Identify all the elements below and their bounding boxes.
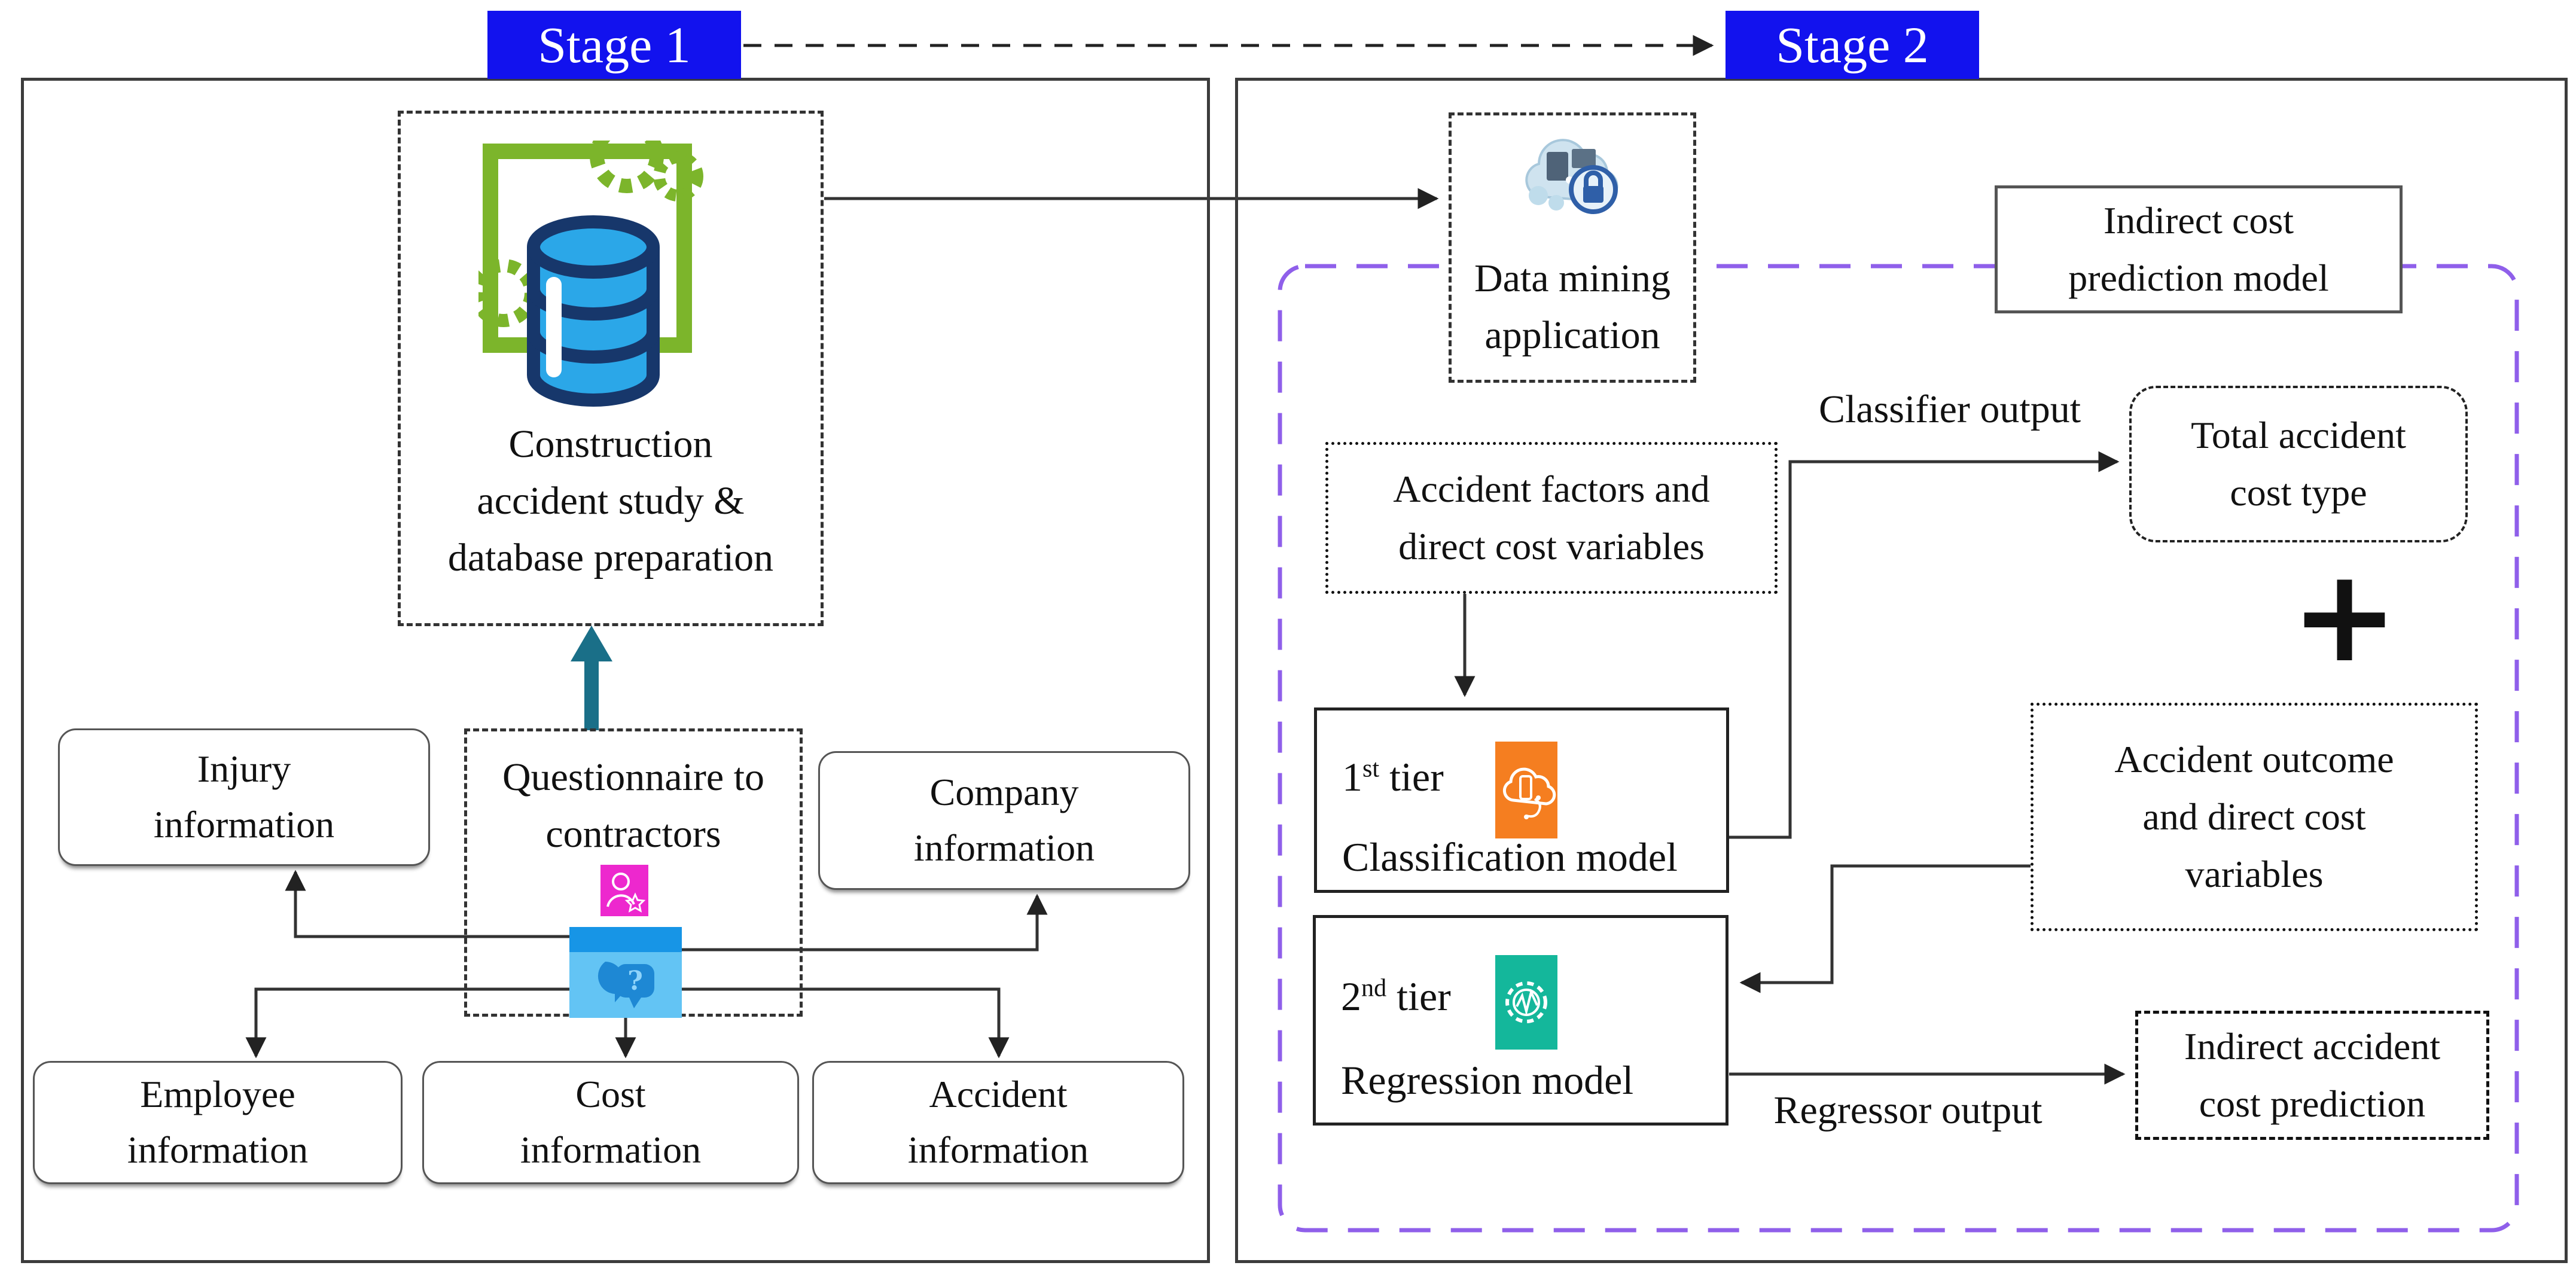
classifier-output-label: Classifier output [1818, 388, 2081, 431]
stage2-label: Stage 2 [1726, 11, 1979, 79]
accident-outcome-box: Accident outcome and direct cost variabl… [2031, 703, 2478, 931]
classifier-to-totalcost-arrow [1729, 451, 2120, 839]
data-mining-caption: Data mining application [1474, 257, 1671, 358]
questionnaire-to-accident-arrow [682, 987, 1010, 1059]
company-information-box: Company information [818, 751, 1190, 890]
person-star-icon [600, 865, 648, 916]
indirect-prediction-box: Indirect accident cost prediction [2135, 1011, 2489, 1140]
cost-information-box: Cost information [422, 1061, 799, 1184]
tier1-model-label: Classification model [1342, 834, 1678, 880]
outcome-to-regressor-arrow [1739, 864, 2031, 993]
indirect-cost-model-box: Indirect cost prediction model [1995, 185, 2403, 313]
stage1-frame [21, 78, 1210, 1263]
injury-information-box: Injury information [58, 728, 430, 866]
tier2-model-label: Regression model [1341, 1057, 1634, 1103]
accident-information-box: Accident information [812, 1061, 1184, 1184]
questionnaire-to-database-teal-arrow [571, 626, 612, 730]
tier2-title: 2nd tier [1341, 974, 1451, 1019]
regressor-output-label: Regressor output [1773, 1088, 2042, 1132]
question-chat-bubbles-icon: ? [569, 927, 682, 1018]
stage2-frame [1235, 78, 2568, 1263]
svg-text:?: ? [627, 966, 643, 996]
cloud-device-icon [1495, 742, 1557, 838]
gear-waveform-icon [1495, 955, 1557, 1050]
data-mining-box: Data mining application [1449, 112, 1696, 383]
employee-information-box: Employee information [33, 1061, 403, 1184]
stage2-label-text: Stage 2 [1776, 16, 1929, 74]
total-accident-cost-type-box: Total accident cost type [2129, 386, 2468, 542]
plus-icon: + [2290, 541, 2399, 691]
accident-factors-box: Accident factors and direct cost variabl… [1325, 442, 1778, 594]
stage1-label-text: Stage 1 [538, 16, 691, 74]
cloud-computing-lock-icon [1510, 125, 1635, 236]
construction-caption: Construction accident study & database p… [447, 422, 774, 580]
tier1-classification-box: 1st tier Classification model [1314, 707, 1729, 893]
tier2-regression-box: 2nd tier Regression model [1313, 915, 1728, 1126]
database-with-gears-icon [470, 119, 706, 422]
stage1-label: Stage 1 [487, 11, 741, 79]
construction-dashed-box [398, 111, 824, 626]
tier1-title: 1st tier [1342, 754, 1444, 800]
questionnaire-to-injury-arrow [285, 870, 569, 938]
questionnaire-caption: Questionnaire to contractors [502, 755, 765, 856]
purple-dashed-region-border [1278, 264, 2519, 1233]
